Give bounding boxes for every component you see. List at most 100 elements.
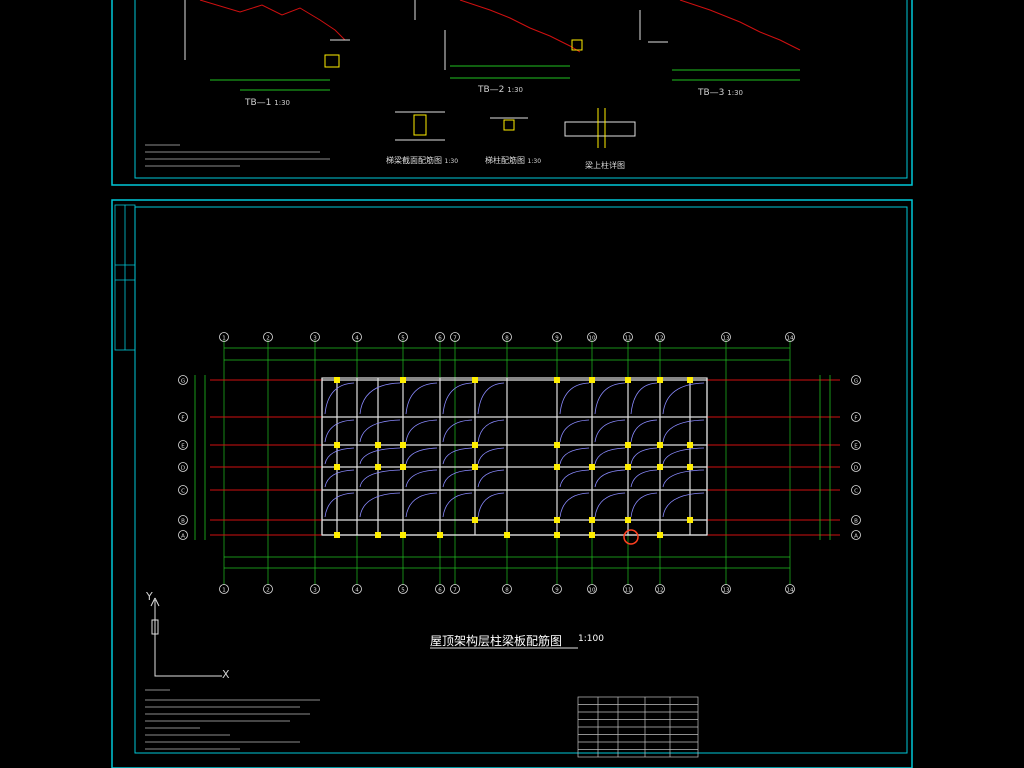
column-marker bbox=[334, 442, 340, 448]
grid-bubble-top-label: 9 bbox=[555, 336, 559, 342]
grid-bubble-top-label: 1 bbox=[222, 336, 226, 342]
label-tb1: TB—1 1:30 bbox=[245, 98, 291, 108]
grid-bubble-right-label: D bbox=[854, 466, 858, 472]
label-beam-column-detail: 梁上柱详图 bbox=[585, 161, 625, 170]
grid-bubble-bottom-label: 13 bbox=[723, 588, 730, 594]
grid-horizontal-lines bbox=[210, 379, 840, 536]
rebar-curve bbox=[559, 492, 590, 518]
grid-bubble-left-label: D bbox=[181, 466, 185, 472]
grid-bubble-bottom-label: 3 bbox=[313, 588, 317, 594]
grid-bubble-top bbox=[623, 332, 633, 342]
rebar-curve bbox=[662, 419, 705, 443]
grid-bubble-bottom bbox=[655, 584, 665, 594]
rebar-curve bbox=[405, 419, 438, 443]
column-marker bbox=[334, 377, 340, 383]
column-marker bbox=[589, 464, 595, 470]
grid-bubble-top-label: 11 bbox=[625, 336, 632, 342]
grid-bubble-bottom bbox=[450, 584, 460, 594]
column-marker bbox=[625, 442, 631, 448]
rebar-curve bbox=[662, 382, 705, 415]
grid-bubble-bottom-label: 5 bbox=[401, 588, 405, 594]
grid-bubble-top-label: 13 bbox=[723, 336, 730, 342]
column-marker bbox=[472, 377, 478, 383]
label-stair-beam-section: 梯梁截面配筋图 1:30 bbox=[386, 156, 459, 165]
grid-bubble-left-label: C bbox=[181, 489, 185, 495]
stair-beam-detail bbox=[395, 111, 445, 141]
column-marker bbox=[375, 532, 381, 538]
rebar-curve bbox=[324, 419, 355, 443]
grid-bubble-bottom-label: 1 bbox=[222, 588, 226, 594]
grid-bubble-top bbox=[587, 332, 597, 342]
column-marker bbox=[504, 532, 510, 538]
rebar-curve bbox=[594, 447, 626, 465]
grid-bubble-bottom bbox=[352, 584, 362, 594]
rebar-curve bbox=[559, 382, 590, 415]
rebar-curve bbox=[442, 492, 473, 518]
column-marker bbox=[554, 517, 560, 523]
column-marker bbox=[687, 517, 693, 523]
rebar-curve bbox=[359, 382, 401, 415]
column-marker bbox=[472, 517, 478, 523]
grid-bubble-top-label: 8 bbox=[505, 336, 509, 342]
beam-outline bbox=[321, 377, 708, 536]
grid-bubble-top bbox=[219, 332, 229, 342]
column-marker bbox=[472, 464, 478, 470]
beam-column-detail bbox=[564, 108, 636, 148]
column-marker bbox=[400, 464, 406, 470]
grid-bubble-bottom bbox=[552, 584, 562, 594]
column-marker bbox=[657, 532, 663, 538]
rebar-marks bbox=[324, 382, 705, 518]
column-marker bbox=[625, 464, 631, 470]
grid-bubble-left-label: B bbox=[181, 519, 185, 525]
rebar-curve bbox=[630, 469, 658, 488]
grid-bubble-top-label: 4 bbox=[355, 336, 359, 342]
rebar-curve bbox=[630, 447, 658, 465]
grid-bubble-left-label: G bbox=[181, 379, 185, 385]
grid-bubble-top bbox=[721, 332, 731, 342]
rebar-curve bbox=[324, 469, 355, 488]
lower-sheet-border bbox=[111, 199, 913, 768]
rebar-curve bbox=[324, 492, 355, 518]
grid-bubble-top bbox=[310, 332, 320, 342]
rebar-curve bbox=[442, 447, 473, 465]
grid-bubble-bottom bbox=[219, 584, 229, 594]
column-marker bbox=[334, 464, 340, 470]
column-marker bbox=[400, 377, 406, 383]
grid-bubble-right-label: G bbox=[854, 379, 858, 385]
grid-bubble-right-label: C bbox=[854, 489, 858, 495]
grid-bubble-bottom bbox=[435, 584, 445, 594]
rebar-curve bbox=[477, 382, 505, 415]
column-marker bbox=[334, 532, 340, 538]
grid-bubble-right bbox=[851, 485, 861, 495]
grid-bubble-left bbox=[178, 412, 188, 422]
rebar-curve bbox=[405, 492, 438, 518]
ucs-y-label: Y bbox=[146, 590, 153, 603]
column-marker bbox=[472, 442, 478, 448]
grid-bubble-top-label: 3 bbox=[313, 336, 317, 342]
label-stair-column: 梯柱配筋图 1:30 bbox=[485, 156, 542, 165]
rebar-curve bbox=[594, 469, 626, 488]
grid-bubble-right bbox=[851, 515, 861, 525]
grid-bubble-top-label: 14 bbox=[787, 336, 794, 342]
rebar-curve bbox=[405, 447, 438, 465]
grid-bubble-left bbox=[178, 515, 188, 525]
grid-bubble-right bbox=[851, 462, 861, 472]
column-marker bbox=[375, 464, 381, 470]
rebar-curve bbox=[594, 382, 626, 415]
grid-bubble-left bbox=[178, 462, 188, 472]
rebar-curve bbox=[594, 419, 626, 443]
grid-bubble-bottom bbox=[587, 584, 597, 594]
grid-bubble-right-label: E bbox=[854, 444, 858, 450]
rebar-curve bbox=[359, 419, 401, 443]
rebar-curve bbox=[630, 492, 658, 518]
grid-bubble-right bbox=[851, 530, 861, 540]
grid-bubble-bottom-label: 11 bbox=[625, 588, 632, 594]
column-marker bbox=[589, 517, 595, 523]
rebar-curve bbox=[477, 469, 505, 488]
column-marker bbox=[657, 464, 663, 470]
grid-bubble-right bbox=[851, 440, 861, 450]
rebar-curve bbox=[442, 382, 473, 415]
column-marker bbox=[687, 464, 693, 470]
column-marker bbox=[589, 377, 595, 383]
dimension-lines bbox=[194, 347, 831, 569]
